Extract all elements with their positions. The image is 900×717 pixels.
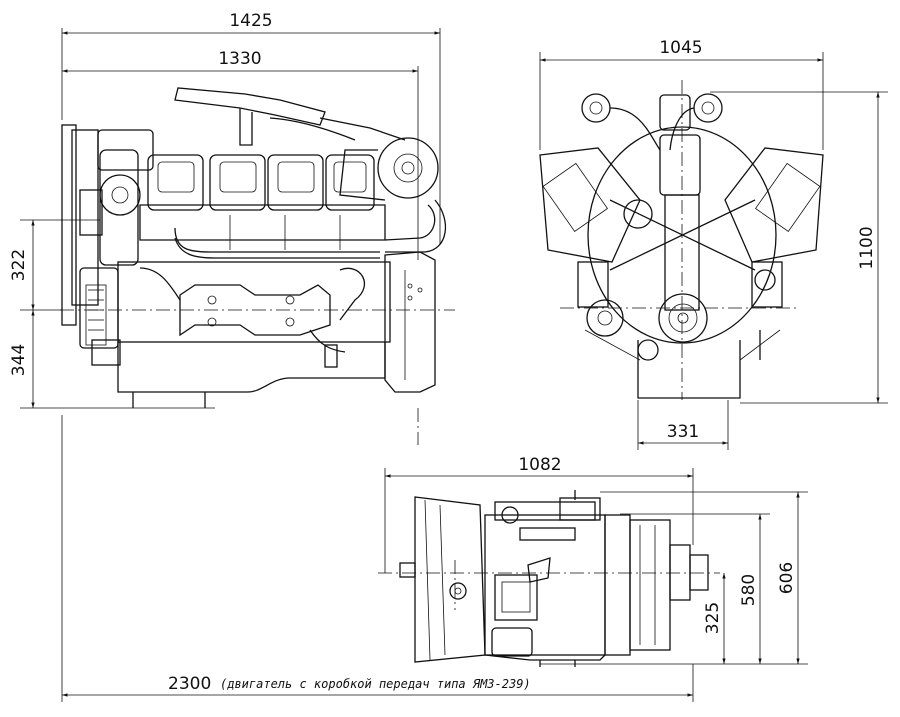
dim-gearbox-axis-height: 325 <box>703 602 723 634</box>
engine-front-view <box>539 93 824 399</box>
dim-crank-axis-lower: 344 <box>9 344 29 376</box>
dim-engine-length-overall: 1425 <box>229 11 272 31</box>
engine-side-view <box>61 87 447 408</box>
gearbox-view <box>399 490 709 667</box>
dim-engine-width: 1045 <box>659 38 702 58</box>
dim-engine-length: 1330 <box>218 49 261 69</box>
dim-gearbox-height-580: 580 <box>739 574 759 606</box>
dim-engine-height: 1100 <box>857 226 877 269</box>
dim-gearbox-height-606: 606 <box>777 562 797 594</box>
dim-total-length-note: (двигатель с коробкой передач типа ЯМЗ-2… <box>220 677 531 691</box>
cylinder-heads <box>147 154 375 211</box>
dim-gearbox-length: 1082 <box>518 455 561 475</box>
dim-total-length-value: 2300 <box>168 674 211 694</box>
dim-crank-axis-upper: 322 <box>9 249 29 281</box>
dim-oil-pan-width: 331 <box>667 422 699 442</box>
